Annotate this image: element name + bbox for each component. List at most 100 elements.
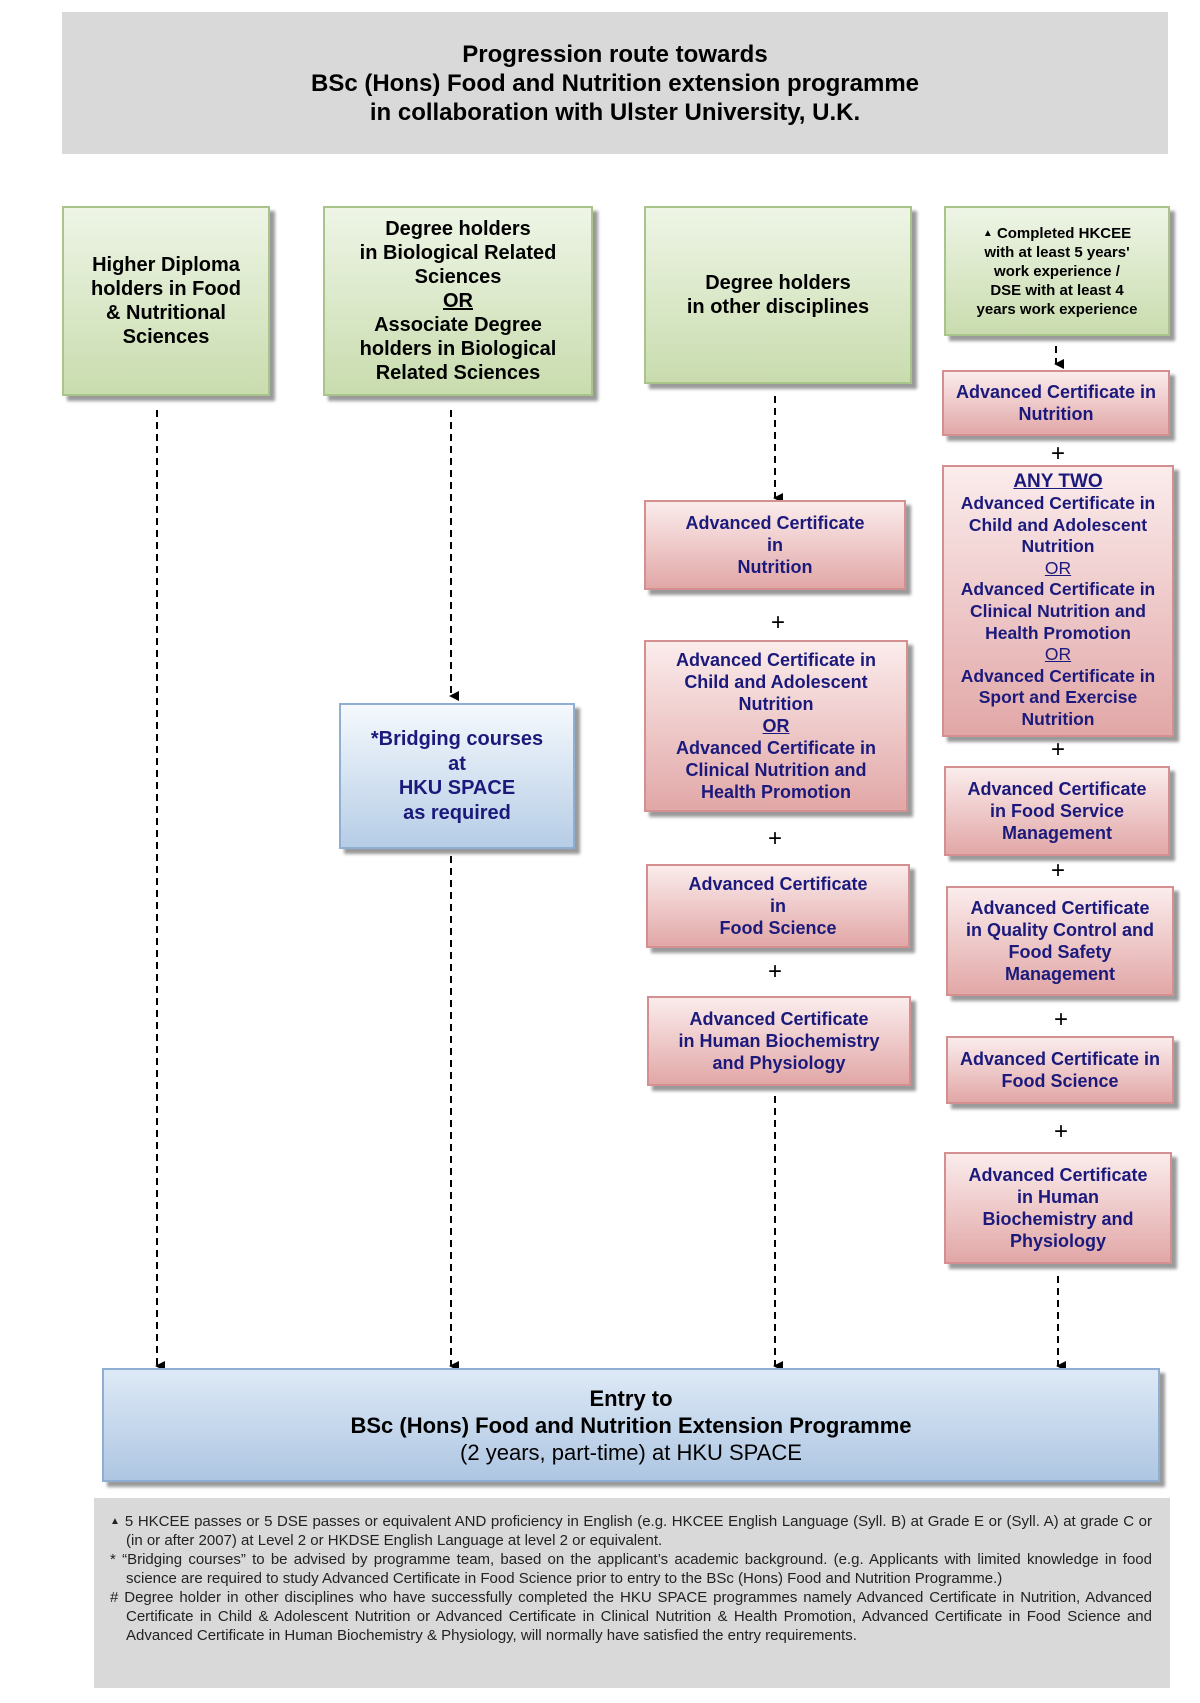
plus-sign: + <box>767 958 782 985</box>
box-line: Child and Adolescent <box>968 514 1148 535</box>
box-line: Sport and Exercise <box>978 687 1138 708</box>
title-line-1: Progression route towards <box>462 40 768 68</box>
box-line: DSE with at least 4 <box>990 281 1124 299</box>
higher-diploma-box: Higher Diploma holders in Food & Nutriti… <box>62 206 270 396</box>
footnotes: ▲ 5 HKCEE passes or 5 DSE passes or equi… <box>94 1498 1170 1688</box>
box-line: Food Safety <box>1008 942 1112 962</box>
plus-sign: + <box>1050 736 1065 763</box>
or-label: OR <box>443 290 473 312</box>
box-line: HKU SPACE <box>398 777 516 799</box>
box-line: Biochemistry and <box>982 1209 1134 1229</box>
box-line: at <box>448 752 466 775</box>
bridging-courses-box: *Bridging courses at HKU SPACE as requir… <box>339 703 575 849</box>
degree-biological-box: Degree holders in Biological Related Sci… <box>323 206 593 396</box>
box-line: Sciences <box>122 326 210 348</box>
box-line: Advanced Certificate in <box>675 738 877 758</box>
box-line: Nutrition <box>737 557 813 577</box>
title-line-2: BSc (Hons) Food and Nutrition extension … <box>310 69 920 97</box>
completed-hkcee-box: ▲ Completed HKCEE with at least 5 years'… <box>944 206 1170 336</box>
box-line: Advanced Certificate <box>685 513 865 533</box>
box-line: Advanced Certificate in <box>960 579 1156 600</box>
box-line: Advanced Certificate in <box>960 493 1156 514</box>
box-line: Higher Diploma <box>92 254 240 276</box>
box-line: Nutrition <box>1021 536 1095 557</box>
col4-adv-cert-biochemistry: Advanced Certificate in Human Biochemist… <box>944 1152 1172 1264</box>
box-line: Food Science <box>719 918 837 938</box>
footnote-bridging: * “Bridging courses” to be advised by pr… <box>110 1550 1152 1588</box>
col3-adv-cert-biochemistry: Advanced Certificate in Human Biochemist… <box>647 996 911 1086</box>
box-line: Clinical Nutrition and <box>685 760 867 780</box>
box-line: work experience / <box>994 262 1120 280</box>
entry-line: BSc (Hons) Food and Nutrition Extension … <box>350 1412 912 1438</box>
box-line: holders in Food <box>91 278 241 300</box>
asterisk-mark: * <box>110 1551 116 1568</box>
box-line: Degree holders <box>385 218 531 240</box>
box-line: Advanced Certificate <box>689 1009 869 1029</box>
plus-sign: + <box>767 825 782 852</box>
footnote-text: 5 HKCEE passes or 5 DSE passes or equiva… <box>124 1513 1152 1549</box>
box-line: Advanced Certificate in <box>955 382 1157 402</box>
box-line: in Quality Control and <box>966 920 1154 940</box>
box-line: Advanced Certificate <box>688 874 868 894</box>
entry-programme-box: Entry to BSc (Hons) Food and Nutrition E… <box>102 1368 1160 1482</box>
box-line: Clinical Nutrition and <box>970 601 1146 621</box>
col4-adv-cert-nutrition: Advanced Certificate in Nutrition <box>942 370 1170 436</box>
box-line: and Physiology <box>712 1053 846 1073</box>
box-line: Advanced Certificate in <box>675 650 877 670</box>
footnote-text: Degree holder in other disciplines who h… <box>124 1589 1152 1644</box>
box-line: as required <box>403 801 511 824</box>
col4-adv-cert-food-science: Advanced Certificate in Food Science <box>946 1036 1174 1104</box>
col4-any-two-box: ANY TWO Advanced Certificate in Child an… <box>942 465 1174 737</box>
col3-adv-cert-food-science: Advanced Certificate in Food Science <box>646 864 910 948</box>
or-label: OR <box>1044 557 1072 578</box>
diagram-title: Progression route towards BSc (Hons) Foo… <box>62 12 1168 154</box>
box-line: Associate Degree <box>374 314 542 336</box>
box-line: in <box>767 535 783 555</box>
box-line: in Biological Related <box>359 242 557 264</box>
entry-line: (2 years, part-time) at HKU SPACE <box>460 1439 802 1465</box>
plus-sign: + <box>1053 1006 1068 1033</box>
col4-adv-cert-food-service: Advanced Certificate in Food Service Man… <box>944 766 1170 856</box>
plus-sign: + <box>1050 440 1065 467</box>
plus-sign: + <box>770 609 785 636</box>
plus-sign: + <box>1050 857 1065 884</box>
box-line: Advanced Certificate <box>970 898 1150 918</box>
box-line: Advanced Certificate <box>967 779 1147 799</box>
box-line: in other disciplines <box>686 296 870 318</box>
box-line: *Bridging courses <box>370 728 544 750</box>
box-line: with at least 5 years' <box>984 243 1130 261</box>
box-line: Health Promotion <box>700 782 851 802</box>
box-line: Management <box>1001 823 1113 843</box>
col3-adv-cert-nutrition: Advanced Certificate in Nutrition <box>644 500 906 590</box>
plus-sign: + <box>1053 1118 1068 1145</box>
box-line: Advanced Certificate in <box>960 665 1156 686</box>
box-line-text: Completed HKCEE <box>996 224 1132 242</box>
triangle-mark: ▲ <box>110 1516 121 1527</box>
hash-mark: # <box>110 1589 119 1606</box>
box-line: Food Science <box>1001 1071 1119 1091</box>
box-line: Related Sciences <box>375 362 541 384</box>
box-line: Sciences <box>414 266 502 288</box>
box-line: in Food Service <box>989 801 1125 821</box>
box-line: Child and Adolescent <box>684 672 868 692</box>
title-line-3: in collaboration with Ulster University,… <box>369 98 861 126</box>
col4-adv-cert-quality-control: Advanced Certificate in Quality Control … <box>946 886 1174 996</box>
box-line: holders in Biological <box>359 338 557 360</box>
footnote-hkcee: ▲ 5 HKCEE passes or 5 DSE passes or equi… <box>110 1512 1152 1550</box>
entry-line: Entry to <box>589 1385 673 1411</box>
box-line: & Nutritional <box>106 302 226 324</box>
box-line: Nutrition <box>738 694 814 714</box>
footnote-text: “Bridging courses” to be advised by prog… <box>122 1551 1152 1587</box>
or-label: OR <box>1044 644 1072 665</box>
box-line: in Human <box>1016 1187 1099 1207</box>
box-line: in Human Biochemistry <box>678 1031 880 1051</box>
triangle-mark: ▲ <box>982 227 993 239</box>
box-line: Physiology <box>1009 1231 1107 1251</box>
or-label: OR <box>762 716 790 736</box>
box-line: Health Promotion <box>985 622 1131 643</box>
box-line: ▲ Completed HKCEE <box>983 224 1131 243</box>
box-line: in <box>770 896 786 916</box>
box-line: Nutrition <box>1018 404 1094 424</box>
box-line: years work experience <box>976 300 1138 318</box>
